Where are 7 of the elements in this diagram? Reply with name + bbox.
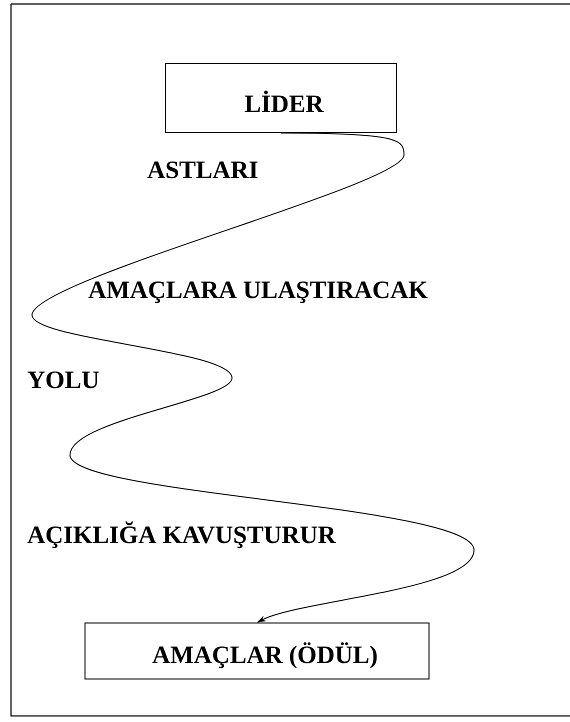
text-box: LİDER bbox=[165, 63, 397, 133]
path-label: ASTLARI bbox=[147, 161, 258, 178]
wavy-arrow bbox=[32, 132, 474, 622]
path-label: YOLU bbox=[28, 371, 99, 388]
path-label: AÇIKLIĞA KAVUŞTURUR bbox=[27, 521, 336, 548]
path-label: AMAÇLARA ULAŞTIRACAK bbox=[88, 281, 428, 304]
text-box: AMAÇLAR (ÖDÜL) bbox=[84, 622, 430, 680]
